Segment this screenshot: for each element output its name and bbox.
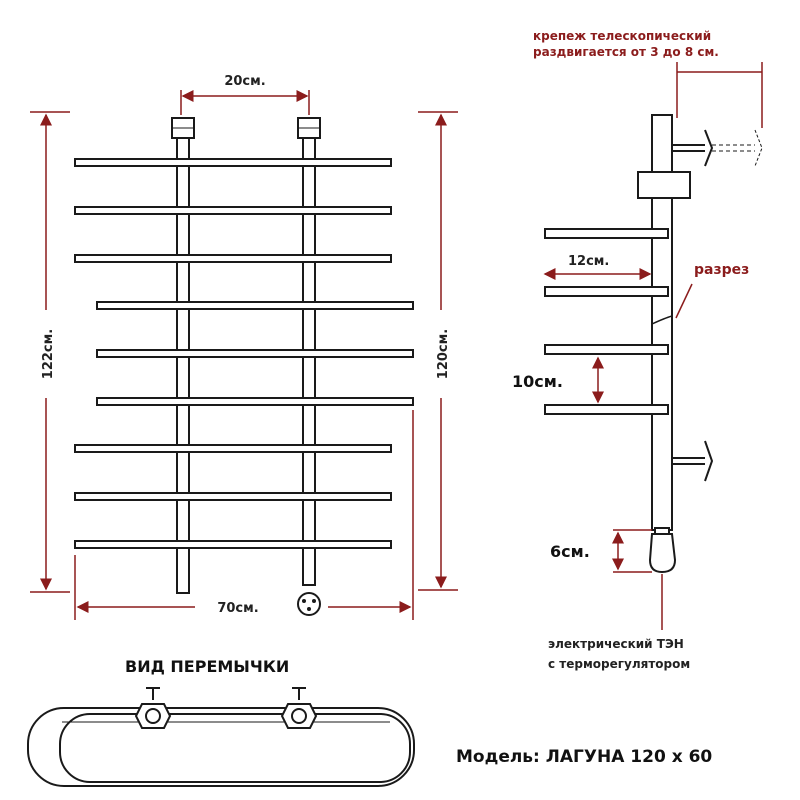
dim-top-gap: 20см. <box>180 74 310 115</box>
rail <box>74 206 392 215</box>
heater-element <box>648 527 677 574</box>
rail <box>74 540 392 549</box>
cut-label: разрез <box>694 262 749 278</box>
side-rails <box>544 228 669 415</box>
cut-mark <box>651 315 673 325</box>
rail <box>96 349 414 358</box>
left-height-label: 122см. <box>41 329 56 379</box>
rail <box>74 158 392 167</box>
heater-offset-label: 6см. <box>550 542 590 561</box>
dim-left-height: 122см. <box>30 111 70 593</box>
left-post <box>176 124 190 594</box>
model-label: Модель: ЛАГУНА 120 х 60 <box>456 747 712 767</box>
bottom-wall-mount <box>672 440 714 482</box>
jumper-clamp-right <box>280 687 318 729</box>
rail-spacing-label: 10см. <box>512 372 563 391</box>
heater-note-line1: электрический ТЭН <box>548 637 684 651</box>
mount-note-line1: крепеж телескопический <box>533 29 711 43</box>
side-rail <box>544 228 669 239</box>
rail <box>74 254 392 263</box>
rail <box>74 492 392 501</box>
dim-right-height: 120см. <box>418 111 458 591</box>
rail <box>96 301 414 310</box>
side-rail <box>544 344 669 355</box>
side-rail <box>544 404 669 415</box>
rail <box>74 444 392 453</box>
side-clamp <box>637 171 691 199</box>
heater-plug <box>297 592 321 616</box>
top-wall-mount <box>672 129 763 167</box>
jumper-view: ВИД ПЕРЕМЫЧКИ <box>27 657 415 787</box>
jumper-outer <box>27 707 415 787</box>
rails <box>74 158 414 549</box>
dim-bottom-width: 70см. <box>74 410 414 620</box>
jumper-view-title: ВИД ПЕРЕМЫЧКИ <box>125 657 289 676</box>
bottom-width-label: 70см. <box>217 601 258 616</box>
rail <box>96 397 414 406</box>
mount-note-line2: раздвигается от 3 до 8 см. <box>533 45 719 59</box>
top-gap-label: 20см. <box>224 74 265 89</box>
front-view: 20см. 122см. 120см. 70см. <box>30 74 458 620</box>
side-view: крепеж телескопический раздвигается от 3… <box>512 29 763 671</box>
jumper-clamp-left <box>134 687 172 729</box>
side-rail <box>544 286 669 297</box>
right-height-label: 120см. <box>436 329 451 379</box>
heater-note-line2: с терморегулятором <box>548 657 690 671</box>
jumper-inner <box>59 713 411 783</box>
rail-depth-label: 12см. <box>568 254 609 269</box>
